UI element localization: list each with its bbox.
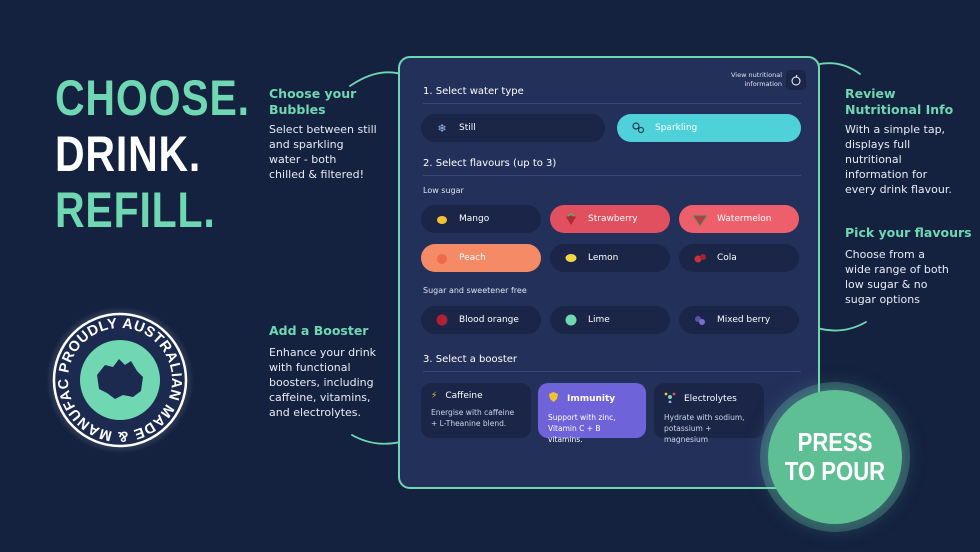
booster-desc: Support with zinc, (548, 413, 616, 422)
nutrition-info-icon[interactable] (786, 70, 806, 90)
hero-line-choose: CHOOSE. (55, 70, 250, 126)
booster-label: Caffeine (445, 391, 483, 401)
callout-text: displays full (845, 138, 911, 151)
booster-desc: potassium + magnesium (664, 424, 712, 444)
callout-text: low sugar & no (845, 278, 928, 291)
callout-text: Choose from a (845, 248, 925, 261)
flavour-label: Lemon (588, 253, 619, 263)
bubbles-icon (631, 121, 645, 135)
australian-made-badge: PROUDLY AUSTRALIAN MADE & MANUFACTURED (40, 293, 195, 455)
flavour-label: Lime (588, 315, 610, 325)
lemon-icon (564, 251, 578, 265)
snowflake-icon: ❄ (437, 121, 447, 135)
press-label-line2: TO POUR (784, 456, 886, 486)
callout-nutrition: Review Nutritional Info With a simple ta… (845, 86, 975, 197)
flavour-label: Mixed berry (717, 315, 771, 325)
flavour-label: Cola (717, 253, 737, 263)
flavour-mango[interactable]: Mango (421, 205, 541, 233)
electrolytes-icon (664, 391, 676, 406)
hero-line-refill: REFILL. (55, 182, 216, 238)
callout-text: chilled & filtered! (269, 168, 365, 181)
booster-electrolytes[interactable]: Electrolytes Hydrate with sodium, potass… (654, 383, 764, 444)
flavour-label: Mango (459, 214, 490, 224)
strawberry-icon (564, 212, 578, 226)
callout-text: information for (845, 168, 928, 181)
callout-text: With a simple tap, (845, 123, 946, 136)
water-option-label: Still (459, 123, 476, 133)
callout-text: boosters, including (269, 376, 374, 389)
hero-title: CHOOSE. DRINK. REFILL. (55, 70, 250, 238)
booster-desc: Vitamin C + B vitamins. (548, 424, 601, 444)
mixed-berry-icon (693, 313, 707, 327)
callout-text: water - both (269, 153, 337, 166)
flavour-lime[interactable]: Lime (550, 306, 670, 334)
sugar-free-label: Sugar and sweetener free (423, 286, 527, 295)
water-option-still[interactable]: ❄ Still (421, 114, 605, 142)
blood-orange-icon (435, 313, 449, 327)
low-sugar-label: Low sugar (423, 186, 464, 195)
booster-immunity[interactable]: Immunity Support with zinc, Vitamin C + … (538, 383, 646, 444)
callout-bubbles-heading: Choose your (269, 86, 357, 101)
bolt-icon: ⚡ (431, 391, 438, 401)
callout-text: and electrolytes. (269, 406, 362, 419)
booster-label: Electrolytes (684, 393, 737, 404)
callout-nutrition-heading2: Nutritional Info (845, 102, 954, 117)
callout-text: and sparkling (269, 138, 344, 151)
press-label-line1: PRESS (797, 427, 873, 457)
flavour-peach[interactable]: Peach (421, 244, 541, 272)
booster-label: Immunity (567, 393, 616, 404)
cola-icon (693, 251, 707, 265)
booster-title: 3. Select a booster (423, 354, 518, 365)
hero-line-drink: DRINK. (55, 126, 202, 182)
flavours-title: 2. Select flavours (up to 3) (423, 158, 557, 169)
view-nutrition-link[interactable]: View nutritional information (712, 71, 782, 89)
callout-bubbles: Choose your Bubbles Select between still… (269, 86, 389, 182)
callout-flavours: Pick your flavours Choose from a wide ra… (845, 225, 975, 307)
water-option-sparkling[interactable]: Sparkling (617, 114, 801, 142)
flavour-lemon[interactable]: Lemon (550, 244, 670, 272)
flavour-watermelon[interactable]: Watermelon (679, 205, 799, 233)
peach-icon (435, 251, 449, 265)
callout-booster-heading: Add a Booster (269, 323, 369, 338)
booster-caffeine[interactable]: ⚡ Caffeine Energise with caffeine + L-The… (421, 383, 531, 438)
shield-icon (548, 391, 559, 406)
callout-text: Select between still (269, 123, 377, 136)
view-nutrition-text: information (744, 80, 782, 88)
press-to-pour-button[interactable]: PRESS TO POUR (768, 390, 902, 524)
divider (423, 175, 801, 176)
callout-flavours-heading: Pick your flavours (845, 225, 972, 240)
booster-desc: Hydrate with sodium, (664, 413, 745, 422)
callout-text: nutritional (845, 153, 902, 166)
watermelon-icon (693, 212, 707, 226)
flavour-label: Peach (459, 253, 486, 263)
callout-booster: Add a Booster Enhance your drink with fu… (269, 323, 389, 420)
flavour-label: Strawberry (588, 214, 638, 224)
flavour-mixed-berry[interactable]: Mixed berry (679, 306, 799, 334)
booster-desc: + L-Theanine blend. (431, 419, 507, 428)
callout-text: with functional (269, 361, 351, 374)
flavour-strawberry[interactable]: Strawberry (550, 205, 670, 233)
view-nutrition-text: View nutritional (731, 71, 782, 79)
callout-text: Enhance your drink (269, 346, 377, 359)
callout-text: caffeine, vitamins, (269, 391, 371, 404)
flavour-blood-orange[interactable]: Blood orange (421, 306, 541, 334)
water-option-label: Sparkling (655, 123, 698, 133)
water-type-title: 1. Select water type (423, 86, 524, 97)
divider (423, 371, 801, 372)
mango-icon (435, 212, 449, 226)
flavour-label: Blood orange (459, 315, 519, 325)
flavour-cola[interactable]: Cola (679, 244, 799, 272)
callout-text: every drink flavour. (845, 183, 952, 196)
divider (423, 103, 801, 104)
booster-desc: Energise with caffeine (431, 408, 515, 417)
callout-nutrition-heading: Review (845, 86, 896, 101)
callout-text: wide range of both (845, 263, 949, 276)
callout-bubbles-heading2: Bubbles (269, 102, 326, 117)
callout-text: sugar options (845, 293, 920, 306)
lime-icon (564, 313, 578, 327)
flavour-label: Watermelon (717, 214, 772, 224)
